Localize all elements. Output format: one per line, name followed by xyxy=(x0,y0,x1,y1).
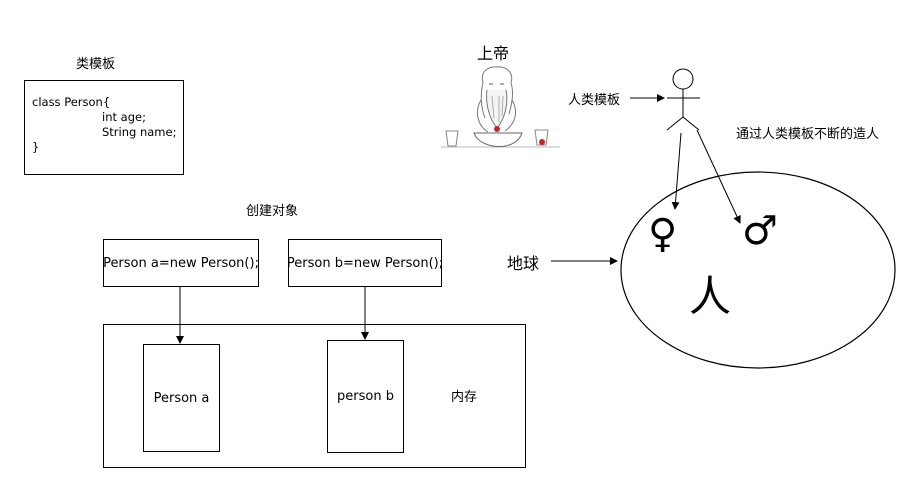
god-illustration-icon xyxy=(441,66,560,148)
female-symbol-icon: ♀ xyxy=(648,211,678,257)
arrow-figure-to-female xyxy=(671,132,682,210)
class-template-title: 类模板 xyxy=(76,57,116,72)
code-line-name: String name; xyxy=(102,125,177,139)
object-a-label: Person a xyxy=(153,390,210,406)
class-code-box: class Person{ int age; String name; } xyxy=(24,80,184,175)
object-b-label: person b xyxy=(337,389,394,404)
person-character: 人 xyxy=(689,272,732,321)
male-symbol-icon: ♂ xyxy=(742,208,778,254)
human-template-label: 人类模板 xyxy=(568,93,621,108)
arrow-figure-to-male xyxy=(696,129,741,224)
process-label: 通过人类模板不断的造人 xyxy=(736,127,880,142)
god-title: 上帝 xyxy=(477,44,510,63)
statement-a-box: Person a=new Person(); xyxy=(103,239,259,287)
code-line-close: } xyxy=(32,140,40,154)
statement-b-box: Person b=new Person(); xyxy=(286,239,444,287)
memory-label: 内存 xyxy=(451,390,478,405)
object-b-box: person b xyxy=(327,340,404,453)
stick-figure-icon xyxy=(666,68,700,131)
earth-circle xyxy=(620,171,896,369)
earth-label: 地球 xyxy=(507,254,540,273)
statement-b-text: Person b=new Person(); xyxy=(286,255,444,271)
god-illustration-accents xyxy=(494,126,545,145)
code-line-age: int age; xyxy=(102,110,146,124)
code-line-class: class Person{ xyxy=(32,95,111,109)
statement-a-text: Person a=new Person(); xyxy=(103,255,259,271)
object-a-box: Person a xyxy=(143,344,220,452)
create-objects-title: 创建对象 xyxy=(246,204,299,219)
